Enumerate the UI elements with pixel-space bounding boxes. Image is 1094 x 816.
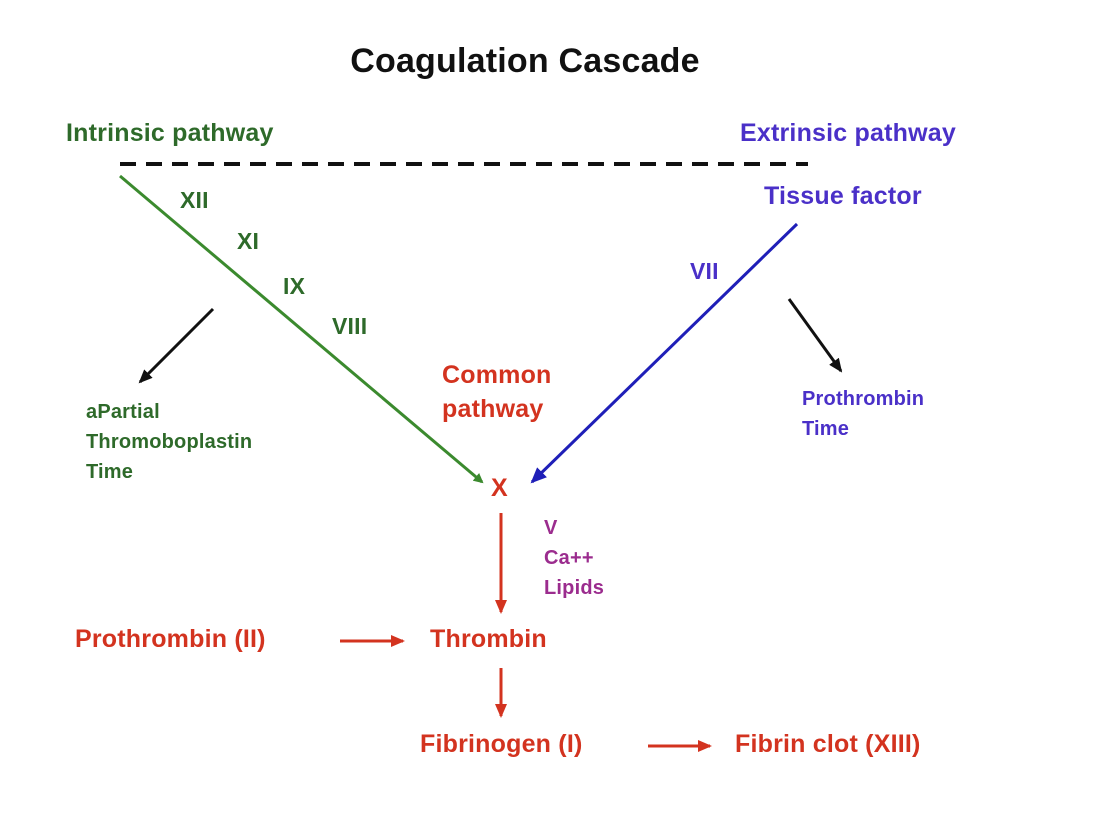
aptt-arrow — [138, 307, 215, 384]
intrinsic-arrow — [119, 174, 484, 484]
factor-x-label: X — [491, 474, 508, 502]
diagram-title: Coagulation Cascade — [350, 42, 700, 80]
aptt-test-label: aPartial Thromoboplastin Time — [86, 401, 253, 483]
factor-xii-label: XII — [180, 187, 209, 213]
extrinsic-arrow — [530, 222, 799, 484]
factor-viii-label: VIII — [332, 313, 368, 339]
extrinsic-pathway-label: Extrinsic pathway — [740, 119, 956, 147]
fibrin-clot-label: Fibrin clot (XIII) — [735, 730, 921, 758]
factor-ix-label: IX — [283, 273, 306, 299]
fibrinogen-label: Fibrinogen (I) — [420, 730, 583, 758]
thrombin-label: Thrombin — [430, 625, 547, 653]
cofactors-label: V Ca++ Lipids — [544, 517, 605, 599]
intrinsic-pathway-label: Intrinsic pathway — [66, 119, 274, 147]
factor-vii-label: VII — [690, 258, 719, 284]
common-pathway-label: Common pathway — [442, 361, 552, 423]
tissue-factor-label: Tissue factor — [764, 182, 922, 210]
pt-arrow — [787, 298, 843, 373]
factor-xi-label: XI — [237, 228, 260, 254]
pt-test-label: Prothrombin Time — [802, 388, 925, 440]
prothrombin-label: Prothrombin (II) — [75, 625, 266, 653]
